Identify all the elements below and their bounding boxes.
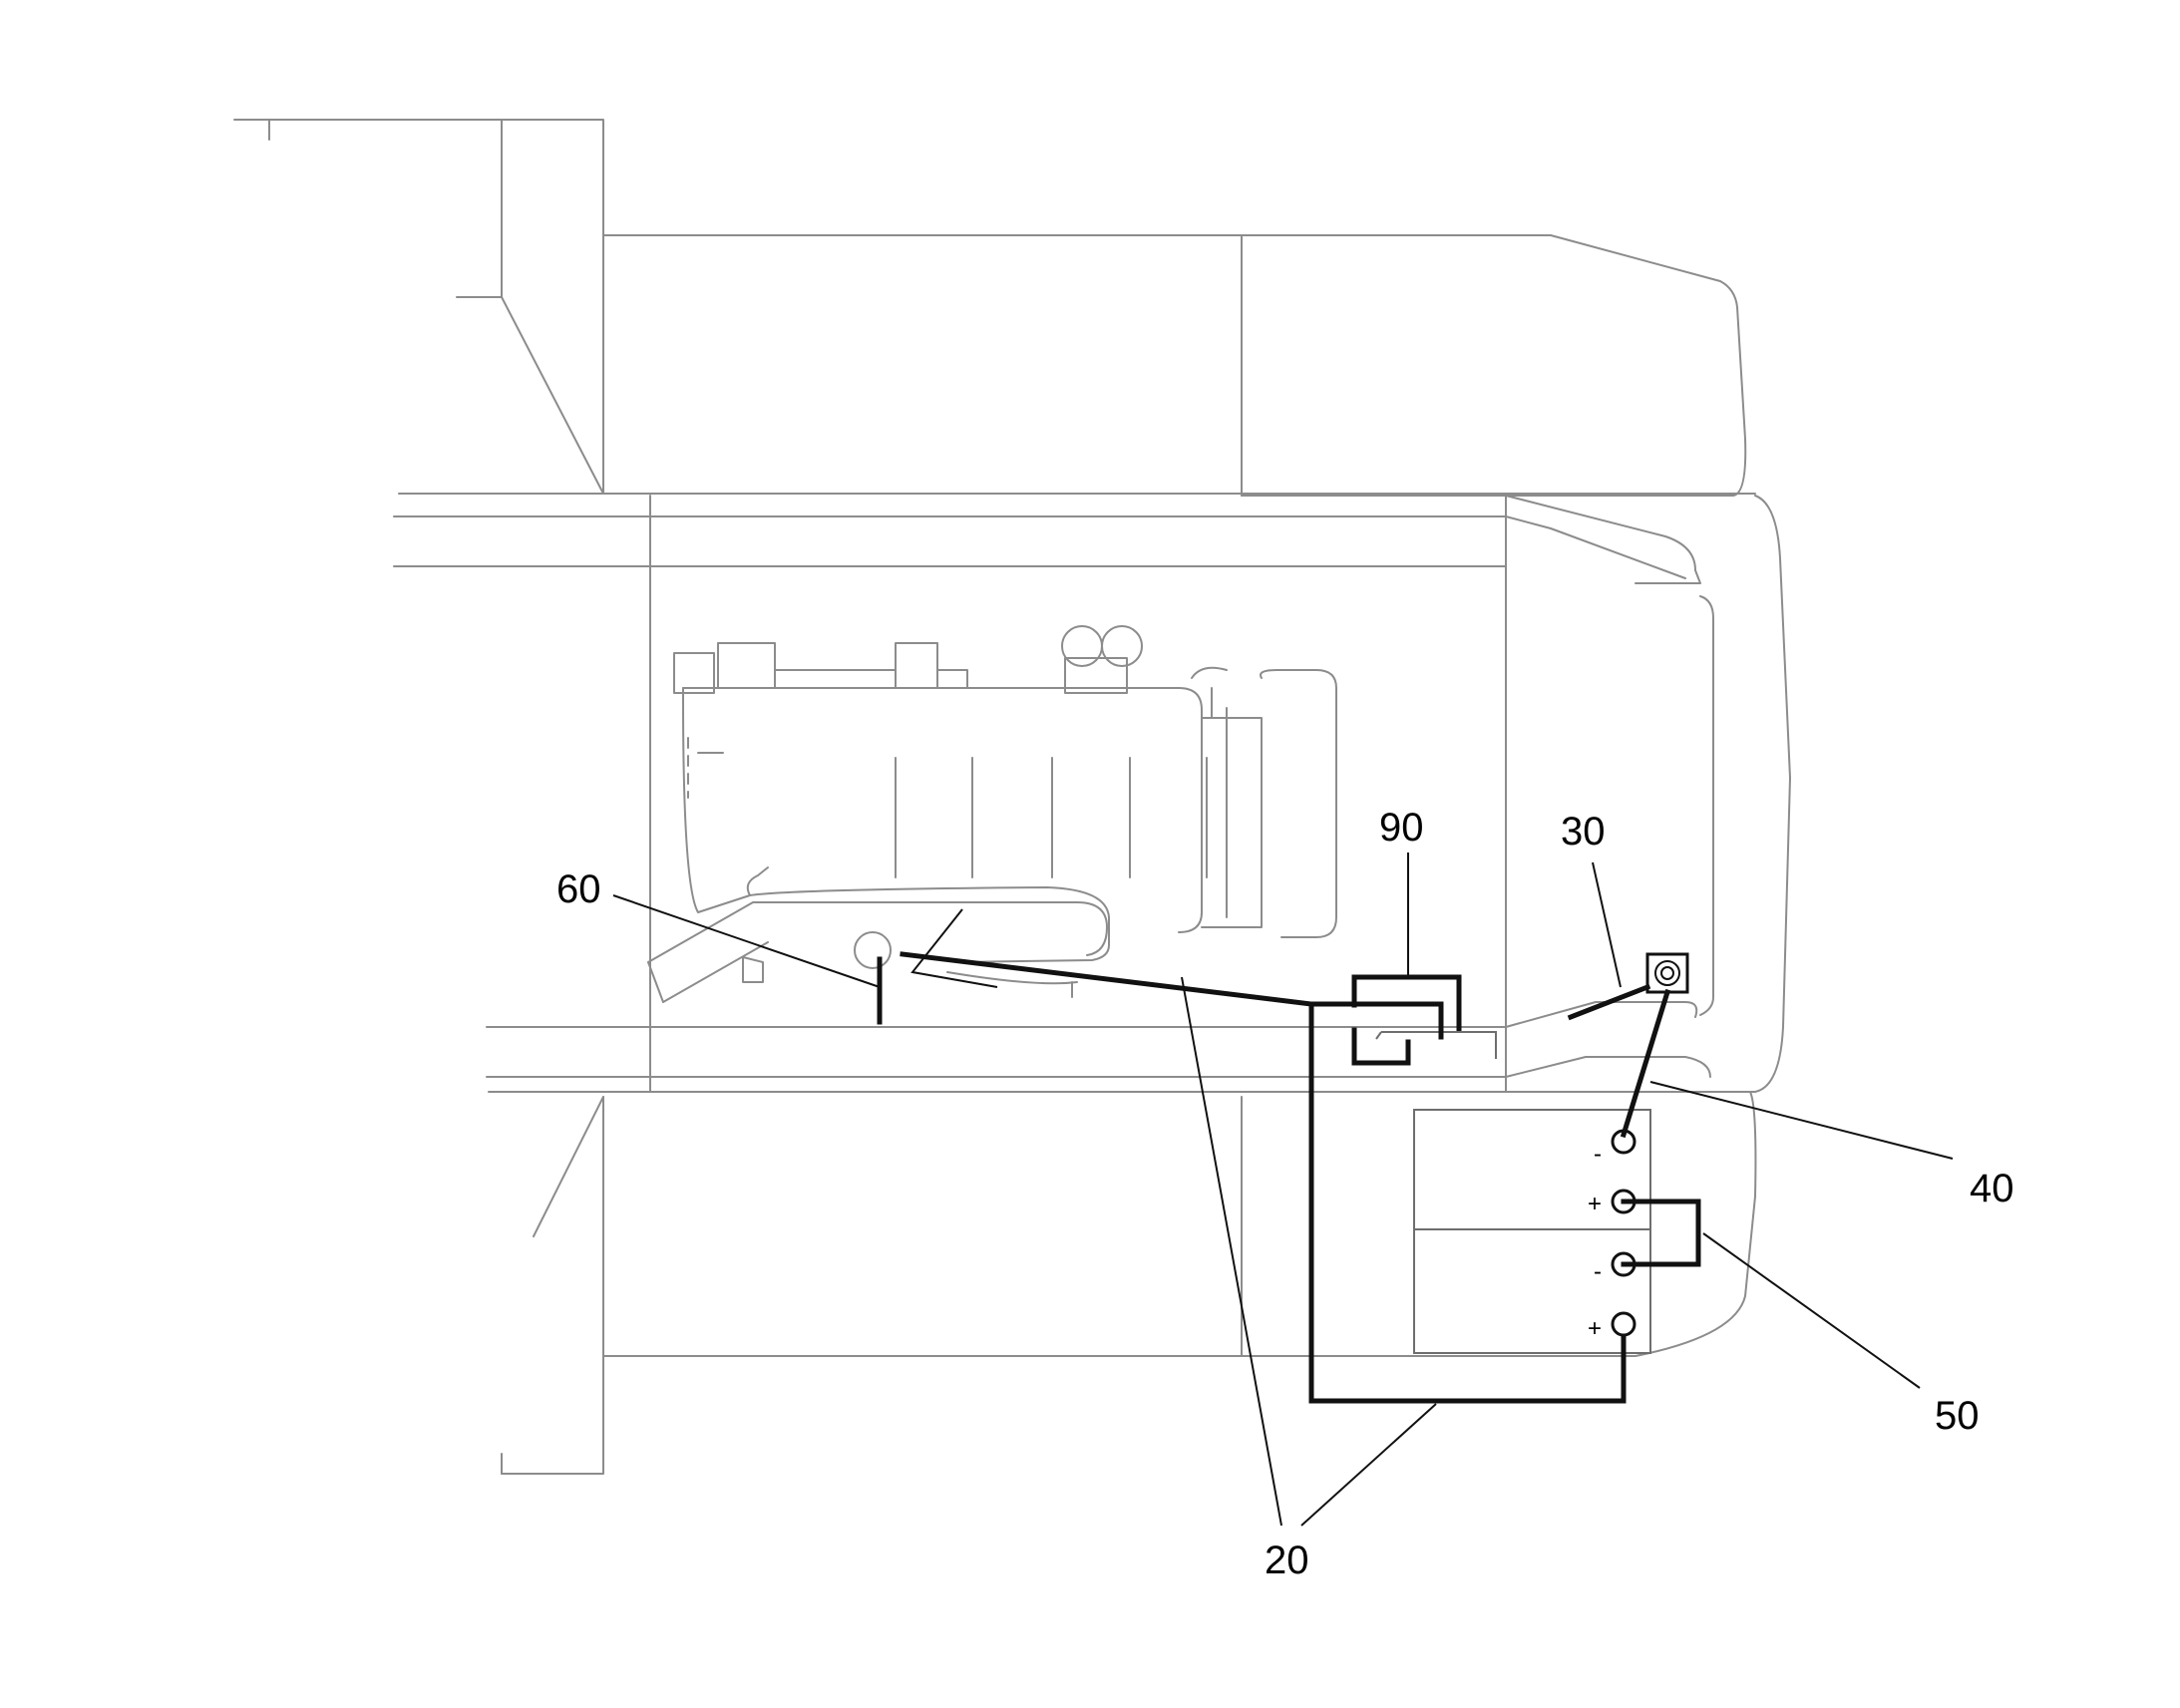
cable-20-engine-run: [900, 951, 1314, 1007]
lower-positive-terminal: [1611, 1311, 1636, 1337]
upper-negative-sign: -: [1594, 1141, 1602, 1168]
component-30-ground-point: [1645, 952, 1689, 994]
component-90-bracket: [1351, 974, 1497, 1066]
battery-housing: [1413, 1109, 1651, 1354]
engine: [647, 625, 1337, 1003]
ref-label-50: 50: [1935, 1394, 1980, 1438]
leader-60: [612, 894, 881, 988]
reference-numerals: 60 90 30 40 50 20: [556, 806, 2014, 1582]
ref-label-20: 20: [1265, 1538, 1309, 1582]
cable-20-main: [1308, 1001, 1627, 1404]
leader-20-a: [1181, 976, 1282, 1527]
cable-50-series-jumper: [1621, 1198, 1701, 1267]
upper-positive-sign: +: [1588, 1191, 1602, 1217]
leader-lines: [612, 853, 1954, 1527]
ref-label-90: 90: [1379, 806, 1424, 850]
cable-40-ground: [1620, 988, 1671, 1139]
lower-negative-sign: -: [1594, 1258, 1602, 1285]
ref-label-40: 40: [1970, 1167, 2014, 1210]
ref-label-30: 30: [1561, 810, 1606, 854]
ref-label-60: 60: [556, 867, 601, 911]
leader-40: [1649, 1081, 1954, 1160]
leader-30: [1592, 861, 1622, 988]
cable-30-ground-strap: [1567, 983, 1651, 1021]
battery-pack: - + - +: [1413, 1109, 1651, 1354]
leader-50: [1702, 1232, 1921, 1389]
cables: [877, 951, 1701, 1404]
vehicle-body-outline: [233, 119, 1791, 1475]
lower-positive-sign: +: [1588, 1315, 1602, 1342]
leader-20-b: [1300, 1403, 1437, 1527]
